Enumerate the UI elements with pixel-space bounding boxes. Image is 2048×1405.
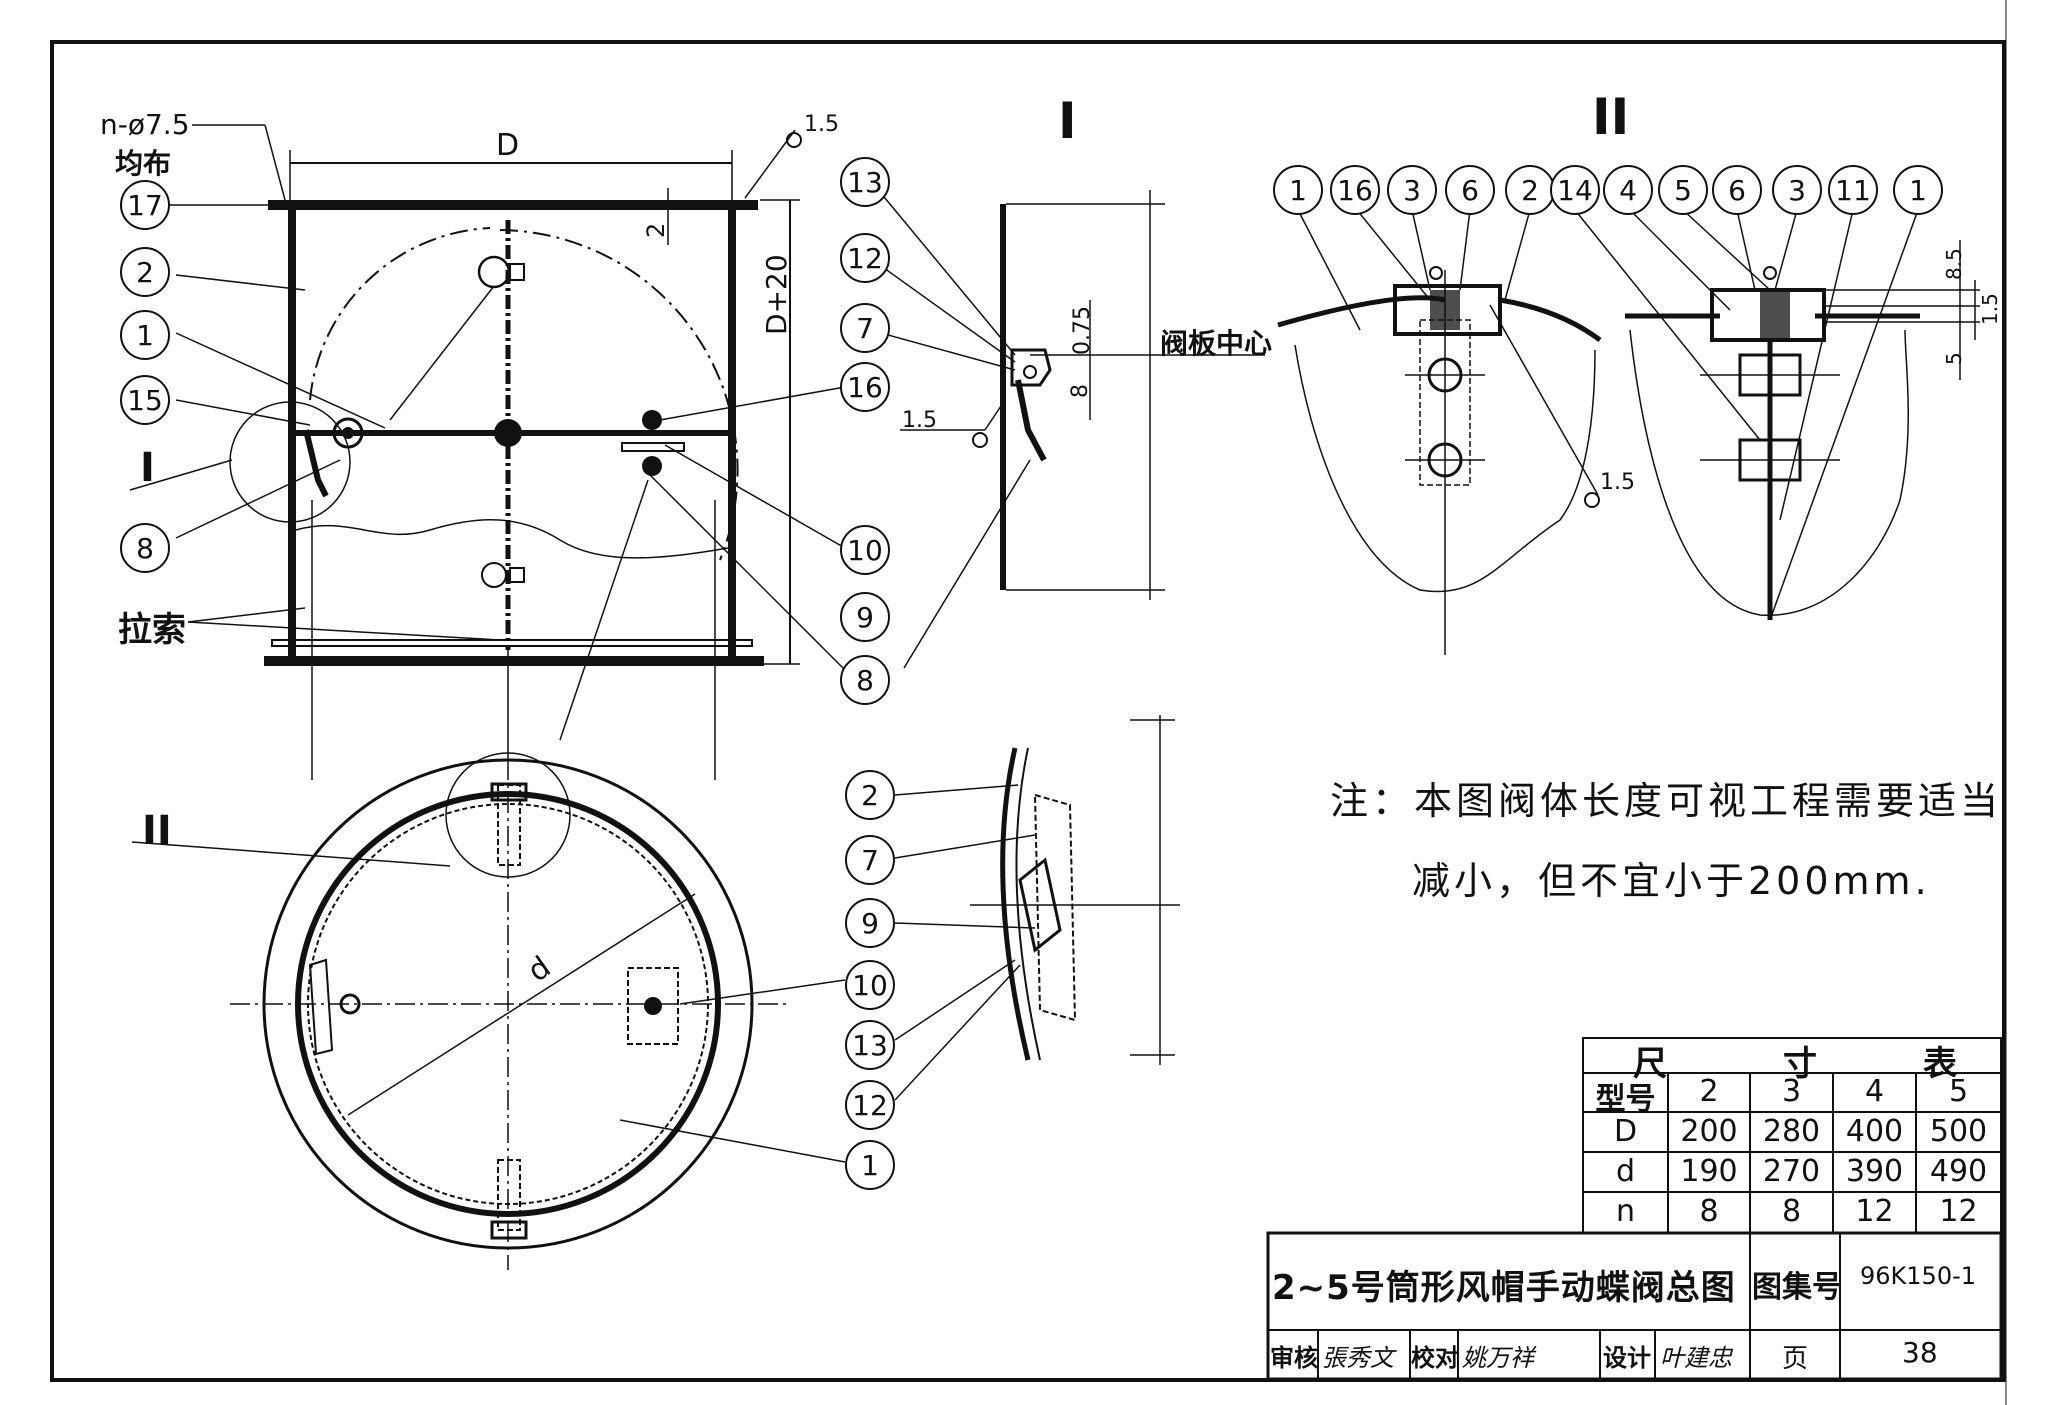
check-label: 校对 bbox=[1411, 1344, 1459, 1372]
part-balloon-6: 6 bbox=[1445, 165, 1495, 215]
part-balloon-15: 15 bbox=[120, 375, 170, 425]
part-balloon-1: 1 bbox=[845, 1140, 895, 1190]
table-row-d-3: 270 bbox=[1762, 1154, 1821, 1189]
dim-D20: D+20 bbox=[760, 254, 793, 335]
part-balloon-9: 9 bbox=[845, 898, 895, 948]
part-balloon-6: 6 bbox=[1712, 165, 1762, 215]
part-balloon-14: 14 bbox=[1550, 165, 1600, 215]
table-row-d-2: 190 bbox=[1680, 1154, 1738, 1189]
part-balloon-9: 9 bbox=[840, 592, 890, 642]
table-row-D-3: 280 bbox=[1762, 1114, 1821, 1149]
label-valve-center: 阀板中心 bbox=[1160, 327, 1273, 360]
part-balloon-1: 1 bbox=[1273, 165, 1323, 215]
section-mark-II-left: II bbox=[142, 808, 172, 854]
page-number: 38 bbox=[1902, 1336, 1938, 1369]
weld-symbol-detail-I: 1.5 bbox=[902, 408, 937, 433]
table-row-D-2: 200 bbox=[1680, 1114, 1738, 1149]
part-balloon-16: 16 bbox=[840, 362, 890, 412]
check-name: 姚万祥 bbox=[1462, 1344, 1534, 1372]
front-view bbox=[129, 124, 846, 780]
table-row-D-5: 500 bbox=[1929, 1114, 1988, 1149]
design-label: 设计 bbox=[1603, 1344, 1651, 1372]
detail-title-II: II bbox=[1592, 88, 1630, 146]
part-balloon-4: 4 bbox=[1603, 165, 1653, 215]
table-header-model: 型号 bbox=[1595, 1082, 1656, 1117]
part-balloon-7: 7 bbox=[845, 835, 895, 885]
part-balloon-1: 1 bbox=[120, 310, 170, 360]
table-row-n-4: 12 bbox=[1855, 1194, 1894, 1229]
dim-D: D bbox=[496, 128, 520, 163]
note-line-1: 注：本图阀体长度可视工程需要适当 bbox=[1330, 779, 2003, 823]
table-row-n-3: 8 bbox=[1781, 1194, 1802, 1229]
detail-II bbox=[1277, 209, 1980, 655]
dim-85: 8.5 bbox=[1942, 248, 1966, 280]
table-row-d-5: 490 bbox=[1929, 1154, 1988, 1189]
label-cable: 拉索 bbox=[118, 610, 186, 650]
title-block-grid bbox=[1266, 1231, 2003, 1381]
part-balloon-17: 17 bbox=[120, 180, 170, 230]
table-row-n-2: 8 bbox=[1699, 1194, 1719, 1229]
dim-2: 2 bbox=[642, 222, 670, 238]
dim-8: 8 bbox=[1068, 384, 1093, 398]
part-balloon-2: 2 bbox=[120, 247, 170, 297]
note-line-2: 减小，但不宜小于200mm. bbox=[1412, 859, 1931, 903]
part-balloon-2: 2 bbox=[1505, 165, 1555, 215]
part-balloon-8: 8 bbox=[840, 655, 890, 705]
table-title-char-1: 尺 bbox=[1633, 1044, 1667, 1084]
review-name: 張秀文 bbox=[1322, 1344, 1394, 1372]
part-balloon-7: 7 bbox=[840, 303, 890, 353]
table-row-D-label: D bbox=[1613, 1114, 1638, 1149]
table-header-4: 4 bbox=[1864, 1074, 1885, 1109]
detail-I bbox=[869, 179, 1265, 669]
weld-symbol-detail-II: 1.5 bbox=[1600, 470, 1635, 495]
part-balloon-10: 10 bbox=[840, 525, 890, 575]
part-balloon-10: 10 bbox=[845, 960, 895, 1010]
section-mark-I-left: I bbox=[140, 445, 155, 491]
part-balloon-13: 13 bbox=[845, 1020, 895, 1070]
table-title-char-2: 寸 bbox=[1783, 1044, 1817, 1084]
dim-5: 5 bbox=[1942, 352, 1966, 365]
drawing-border bbox=[50, 40, 2006, 1382]
part-balloon-3: 3 bbox=[1772, 165, 1822, 215]
design-name: 叶建忠 bbox=[1660, 1344, 1732, 1372]
table-title-char-3: 表 bbox=[1923, 1044, 1957, 1084]
table-header-3: 3 bbox=[1781, 1074, 1802, 1109]
part-balloon-8: 8 bbox=[120, 523, 170, 573]
part-balloon-16: 16 bbox=[1330, 165, 1380, 215]
detail-title-I: I bbox=[1058, 92, 1077, 150]
part-balloon-13: 13 bbox=[840, 157, 890, 207]
page-label: 页 bbox=[1782, 1344, 1809, 1374]
table-header-2: 2 bbox=[1699, 1074, 1719, 1109]
part-balloon-1: 1 bbox=[1893, 165, 1943, 215]
table-row-D-4: 400 bbox=[1845, 1114, 1904, 1149]
detail-I-plan bbox=[894, 715, 1180, 1101]
table-row-d-4: 390 bbox=[1845, 1154, 1904, 1189]
part-balloon-5: 5 bbox=[1658, 165, 1708, 215]
part-balloon-12: 12 bbox=[845, 1080, 895, 1130]
drawing-title: 2~5号筒形风帽手动蝶阀总图 bbox=[1272, 1268, 1736, 1308]
part-balloon-12: 12 bbox=[840, 233, 890, 283]
table-row-n-label: n bbox=[1615, 1194, 1635, 1229]
table-row-n-5: 12 bbox=[1939, 1194, 1978, 1229]
label-n-holes: n-ø7.5 bbox=[100, 108, 190, 141]
table-row-d-label: d bbox=[1615, 1154, 1636, 1189]
part-balloon-3: 3 bbox=[1387, 165, 1437, 215]
part-balloon-11: 11 bbox=[1828, 165, 1878, 215]
dim-15: 1.5 bbox=[1978, 293, 2002, 325]
dim-075: 0.75 bbox=[1070, 306, 1095, 355]
label-uniform: 均布 bbox=[115, 147, 172, 180]
plan-view bbox=[131, 752, 846, 1270]
weld-symbol-top: 1.5 bbox=[804, 112, 839, 137]
table-header-5: 5 bbox=[1948, 1074, 1969, 1109]
atlas-label: 图集号 bbox=[1752, 1270, 1842, 1305]
part-balloon-2: 2 bbox=[845, 770, 895, 820]
review-label: 审核 bbox=[1270, 1344, 1318, 1372]
atlas-number: 96K150-1 bbox=[1860, 1262, 1977, 1290]
